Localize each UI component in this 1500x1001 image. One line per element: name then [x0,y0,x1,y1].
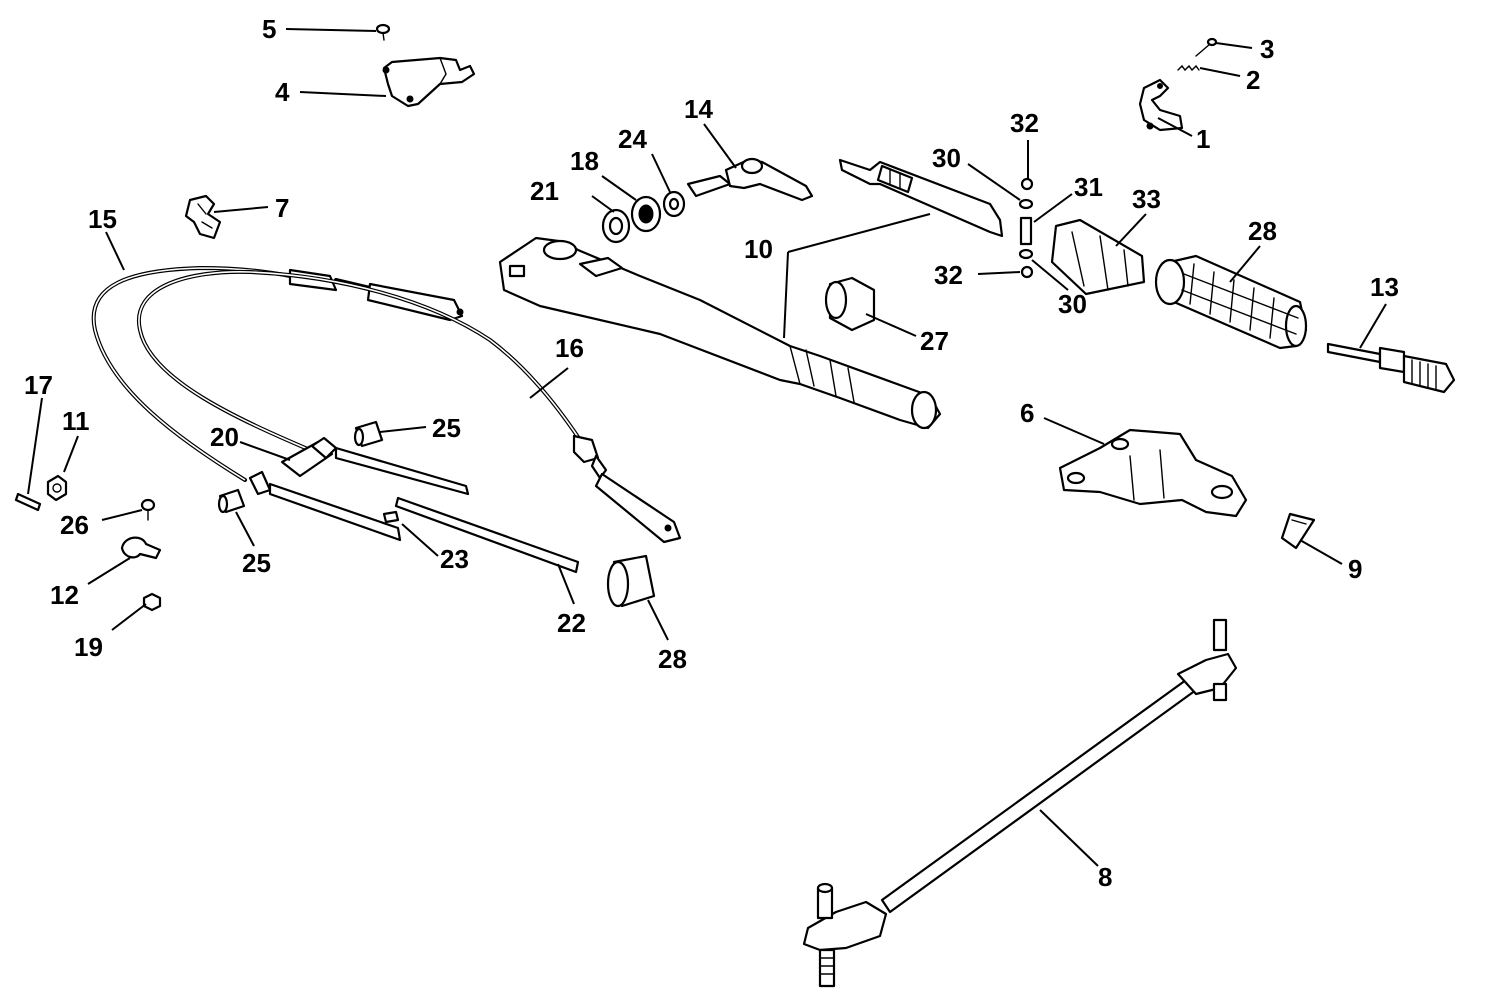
callout-labels: 5 4 3 2 1 7 15 16 17 11 20 25 25 26 12 1… [24,14,1399,892]
part-6-bracket-drawing [1058,428,1248,518]
callout-31: 31 [1074,172,1103,202]
part-11-nut-drawing [46,474,68,502]
part-12-clamp-drawing [120,536,162,560]
callout-9: 9 [1348,554,1362,584]
part-24-washer-drawing [662,190,686,218]
callout-27: 27 [920,326,949,356]
part-10-tiller-arm-drawing [498,236,942,430]
callout-5: 5 [262,14,276,44]
part-32-upper-drawing [1020,177,1034,191]
callout-21: 21 [530,176,559,206]
part-5-screw-drawing [375,23,391,41]
callout-22: 22 [557,608,586,638]
callout-3: 3 [1260,34,1274,64]
part-4-bracket-drawing [382,56,476,108]
callout-28: 28 [1248,216,1277,246]
callout-24: 24 [618,124,647,154]
callout-7: 7 [275,193,289,223]
part-13-shaft-drawing [1326,342,1456,394]
callout-19: 19 [74,632,103,662]
part-20-cable-anchor-drawing [248,436,470,542]
part-2-spring-drawing [1177,64,1200,72]
callout-1: 1 [1196,124,1210,154]
part-3-screw-drawing [1195,37,1218,57]
callout-11: 11 [62,406,90,436]
callout-29: 28 [658,644,687,674]
callout-8: 8 [1098,862,1112,892]
callout-18: 18 [570,146,599,176]
part-16-throttle-cable-drawing [136,269,682,544]
part-31-pin-drawing [1019,216,1033,246]
callout-25-upper: 25 [432,413,461,443]
part-27-cap-drawing [824,276,876,332]
part-26-screw-drawing [140,498,156,521]
part-33-taper-sleeve-drawing [1050,218,1146,296]
part-18-bushing-drawing [630,195,662,233]
callout-16: 16 [555,333,584,363]
callout-13: 13 [1370,272,1399,302]
callout-14: 14 [684,94,713,124]
callout-30-upper: 30 [932,143,961,173]
part-25-bushing-upper-drawing [353,420,384,448]
part-30-upper-drawing [1018,198,1034,210]
callout-30-lower: 30 [1058,289,1087,319]
part-19-nut-drawing [142,592,162,612]
part-23-pin-drawing [382,510,400,524]
callout-32-upper: 32 [1010,108,1039,138]
part-9-clip-drawing [1280,512,1316,550]
part-32-lower-drawing [1020,265,1034,279]
callout-32-lower: 32 [934,260,963,290]
leader-lines [27,28,1387,867]
part-10-throttle-shaft-drawing [838,158,1004,238]
callout-12: 12 [50,580,79,610]
callout-25-lower: 25 [242,548,271,578]
part-22-rod-drawing [394,496,580,574]
callout-6: 6 [1020,398,1034,428]
callout-33: 33 [1132,184,1161,214]
part-28-grip-drawing [1154,254,1308,350]
part-1-bracket-drawing [1138,78,1184,132]
callout-15: 15 [88,204,117,234]
part-29-sleeve-drawing [606,554,656,608]
callout-4: 4 [275,77,290,107]
part-14-lever-drawing [686,157,814,202]
part-30-lower-drawing [1018,248,1034,260]
callout-23: 23 [440,544,469,574]
callout-17: 17 [24,370,53,400]
part-25-bushing-lower-drawing [217,488,246,514]
callout-26: 26 [60,510,89,540]
callout-10: 10 [744,234,773,264]
callout-20: 20 [210,422,239,452]
part-21-washer-drawing [601,208,631,244]
part-8-tie-rod-drawing [802,618,1238,988]
part-7-clip-drawing [184,194,222,240]
callout-2: 2 [1246,65,1260,95]
part-17-key-drawing [14,492,42,512]
